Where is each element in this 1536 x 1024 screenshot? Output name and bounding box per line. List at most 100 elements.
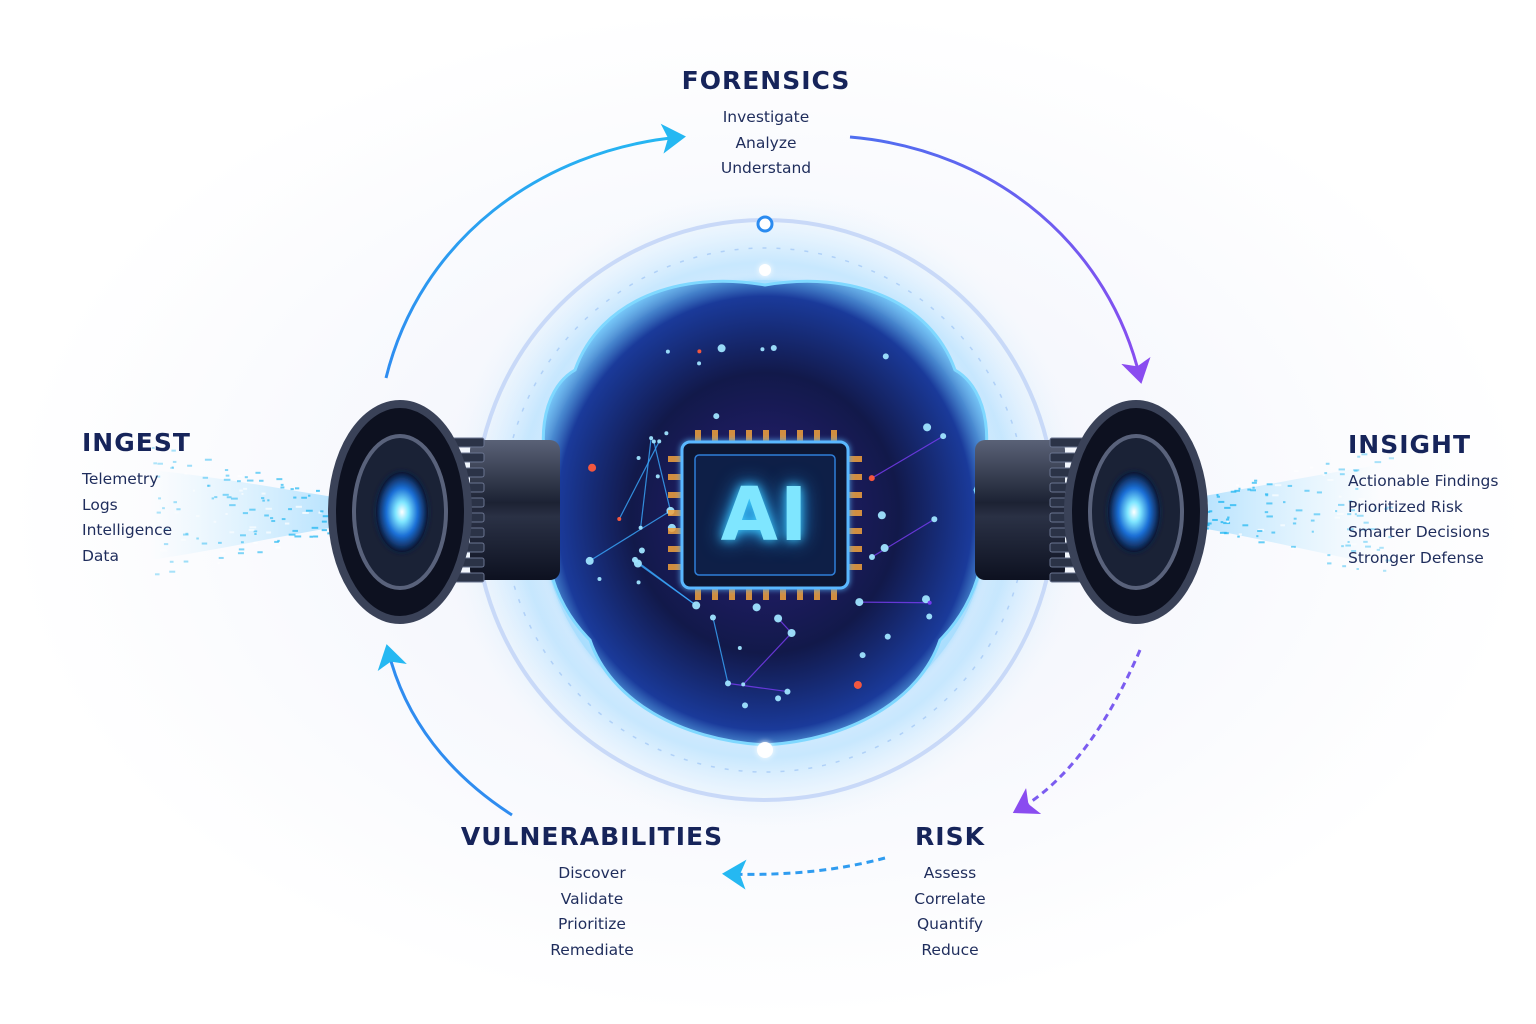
neural-node — [597, 576, 602, 581]
neural-link — [742, 632, 793, 685]
data-particle — [1313, 513, 1321, 516]
neural-node — [884, 633, 891, 640]
stage-ingest: INGEST Telemetry Logs Intelligence Data — [82, 428, 282, 569]
data-particle — [1271, 531, 1276, 534]
neural-link — [637, 563, 697, 606]
data-particle — [1338, 495, 1342, 498]
data-particle — [226, 496, 232, 499]
data-particle — [1361, 528, 1367, 531]
data-particle — [1379, 546, 1384, 549]
data-particle — [204, 458, 212, 461]
data-particle — [1238, 533, 1242, 536]
chip-pin — [848, 456, 862, 462]
chip-pin — [780, 430, 786, 444]
data-particle — [1326, 556, 1332, 559]
stage-item: Stronger Defense — [1348, 548, 1484, 567]
data-particle — [225, 513, 228, 516]
neural-node — [926, 613, 933, 620]
data-particle — [241, 492, 244, 495]
data-particle — [154, 573, 160, 576]
data-particle — [280, 486, 285, 489]
data-particle — [309, 535, 314, 538]
data-particle — [264, 514, 269, 517]
data-particle — [1311, 530, 1314, 533]
data-particle — [1230, 490, 1237, 493]
stage-item: Quantify — [916, 915, 984, 933]
data-particle — [242, 512, 249, 515]
data-particle — [1348, 500, 1353, 503]
data-particle — [155, 475, 161, 478]
data-particle — [1225, 518, 1230, 521]
neural-node — [649, 436, 654, 441]
data-particle — [1383, 569, 1387, 572]
chip-pin — [712, 586, 718, 600]
chip-pin — [729, 430, 735, 444]
data-particle — [157, 462, 163, 465]
data-particle — [302, 511, 309, 514]
cycle-arrow-forensics-to-insight — [849, 135, 1151, 384]
chip-pin — [668, 456, 682, 462]
chip-pin — [848, 546, 862, 552]
data-particle — [1386, 506, 1394, 509]
data-particle — [1220, 521, 1224, 524]
stage-item: Logs — [82, 495, 118, 514]
data-particle — [1374, 461, 1382, 464]
chip-pin — [848, 492, 862, 498]
data-particle — [316, 489, 320, 492]
chip-pin — [668, 546, 682, 552]
data-particle — [151, 446, 155, 449]
left-turbine-icon — [328, 400, 560, 624]
neural-node — [741, 682, 746, 687]
stage-item: Validate — [560, 889, 624, 908]
data-particle — [243, 487, 248, 490]
data-particle — [238, 548, 245, 551]
data-particle — [1339, 473, 1345, 476]
data-particle — [320, 510, 324, 513]
data-particle — [1223, 522, 1231, 525]
data-particle — [248, 528, 255, 531]
cycle-arrow-risk-to-vulnerabilities — [722, 856, 886, 890]
data-particle — [173, 501, 178, 504]
data-particle — [1242, 524, 1249, 527]
neural-node — [665, 349, 670, 354]
data-particle — [1351, 549, 1357, 552]
data-particle — [1362, 553, 1369, 556]
neural-node — [713, 413, 720, 420]
data-particle — [261, 492, 266, 495]
neural-node — [737, 645, 742, 650]
data-particle — [1385, 559, 1393, 562]
data-particle — [1336, 513, 1344, 516]
data-particle — [1266, 515, 1273, 518]
stage-item: Prioritize — [558, 915, 626, 933]
data-particle — [196, 537, 199, 540]
right-turbine-icon — [975, 400, 1208, 624]
neural-link — [871, 435, 944, 479]
data-particle — [1322, 474, 1326, 477]
stage-item: Intelligence — [82, 521, 173, 539]
stage-item: Correlate — [914, 889, 986, 908]
data-particle — [1338, 503, 1345, 506]
data-particle — [318, 511, 322, 514]
data-particle — [305, 509, 313, 512]
data-particle — [1283, 501, 1286, 504]
data-particle — [1310, 519, 1315, 522]
data-particle — [266, 531, 272, 534]
data-particle — [1274, 484, 1282, 487]
data-particle — [255, 471, 261, 474]
data-particle — [229, 504, 236, 507]
neural-link — [653, 441, 672, 512]
neural-node — [617, 517, 622, 522]
data-particle — [1334, 516, 1341, 519]
stage-item: Analyze — [735, 133, 797, 152]
data-particle — [236, 480, 241, 483]
data-particle — [1264, 511, 1269, 514]
stage-item: Reduce — [921, 940, 979, 959]
data-particle — [1251, 481, 1257, 484]
data-particle — [1209, 510, 1213, 513]
data-particle — [246, 479, 254, 482]
data-particle — [171, 466, 174, 469]
data-particle — [171, 449, 176, 452]
top-node — [756, 215, 774, 233]
stage-item: Understand — [720, 159, 812, 177]
chip-pin — [763, 586, 769, 600]
